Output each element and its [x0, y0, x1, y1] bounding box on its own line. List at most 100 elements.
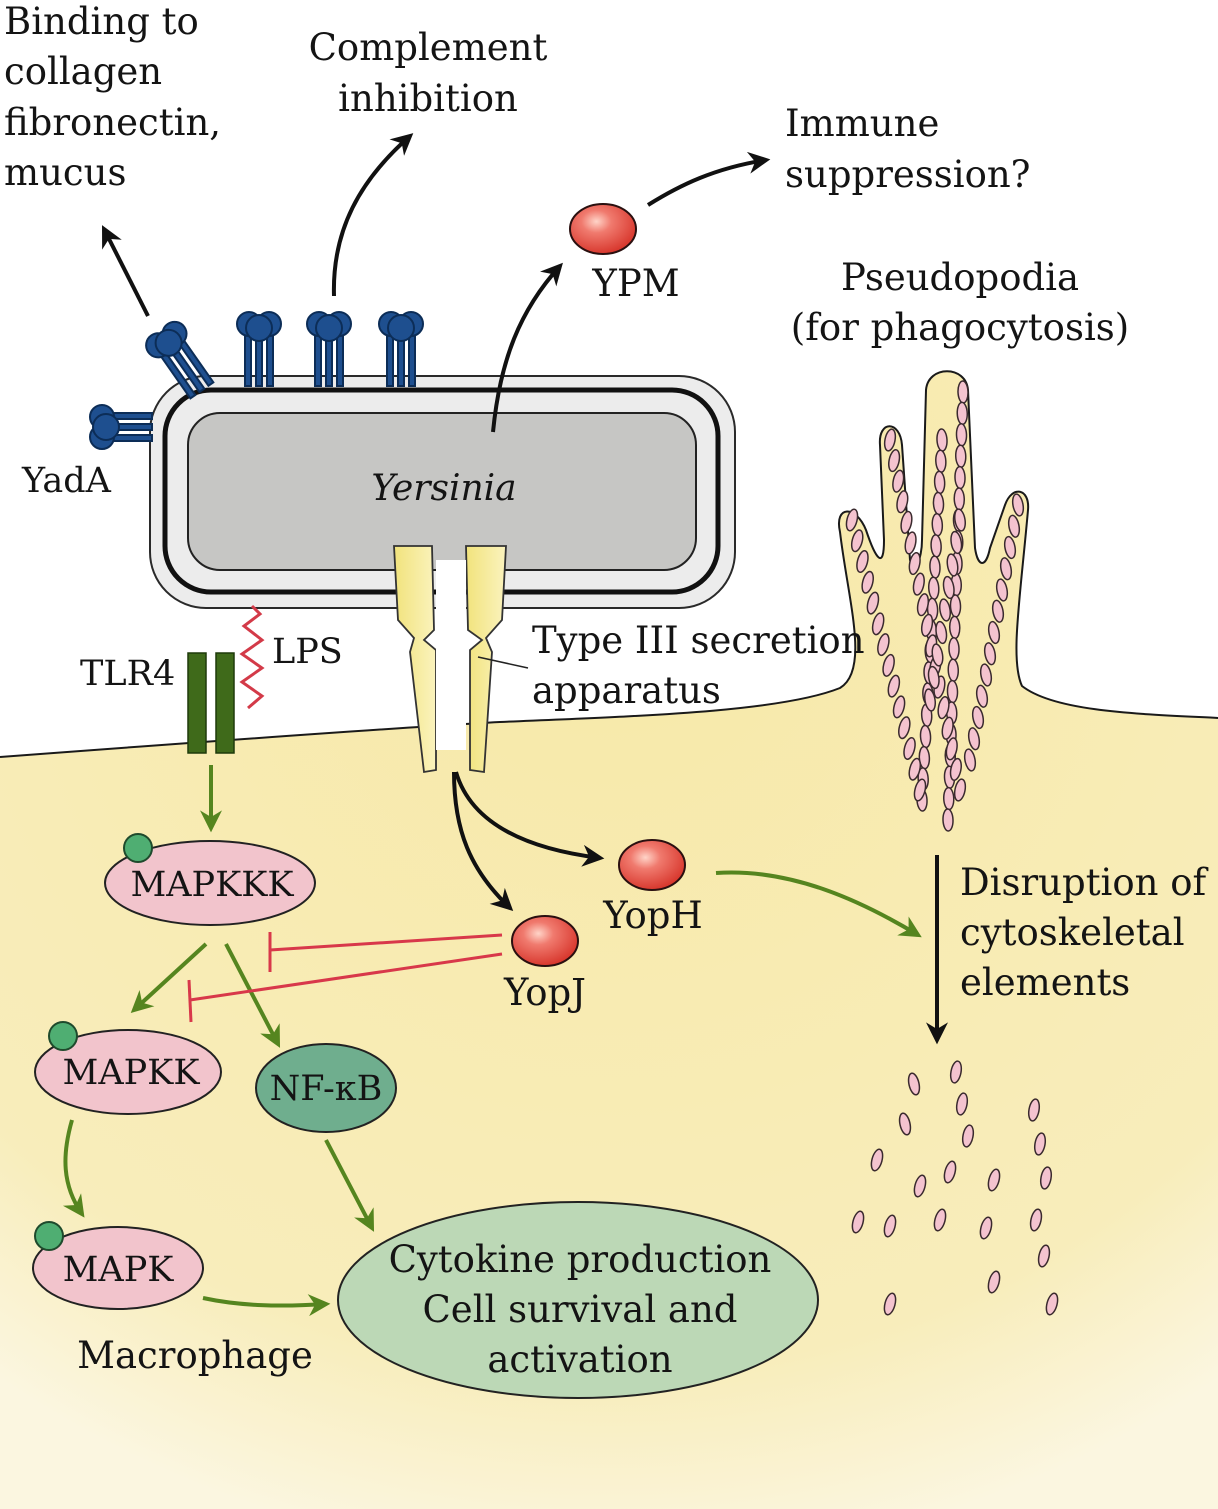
actin-fragment [1045, 1292, 1059, 1316]
outcome-line-2: Cell survival and [422, 1288, 737, 1331]
actin-bead [923, 688, 937, 712]
actin-bead [991, 599, 1005, 623]
actin-bead [942, 786, 955, 811]
actin-bead [903, 736, 916, 760]
actin-bead [856, 550, 869, 574]
actin-bead [948, 615, 961, 640]
phospho-mapkk [48, 1021, 78, 1051]
arrow-mapk-outcome [202, 1294, 331, 1317]
actin-bead [1037, 1244, 1051, 1268]
actin-bead [987, 620, 1001, 645]
complement-label-1: Complement [309, 26, 548, 69]
arrow-to-yopj [452, 771, 514, 912]
outcome-node[interactable]: Cytokine production Cell survival and ac… [337, 1201, 819, 1399]
adhesin-1 [236, 311, 282, 387]
actin-bead [877, 633, 890, 657]
actin-fragment [913, 1174, 927, 1198]
yersinia-label: Yersinia [371, 468, 516, 509]
phospho-mapk [34, 1221, 64, 1251]
mapkkk-label: MAPKKK [130, 865, 294, 905]
yopj-protein[interactable] [511, 915, 579, 967]
actin-bead [1029, 1208, 1043, 1232]
cell-membrane-left [0, 370, 1218, 758]
mapkkk-node[interactable]: MAPKKK [104, 833, 316, 926]
tlr4-receptor-left [187, 652, 207, 754]
ypm-protein[interactable] [569, 203, 637, 255]
actin-bead [949, 757, 962, 781]
actin-bead [898, 716, 911, 740]
yopj-label: YopJ [503, 971, 586, 1014]
actin-bead [999, 557, 1013, 581]
actin-bead [913, 778, 927, 802]
arrow-to-ypm [491, 262, 563, 433]
inhibition-yopj-mapkkk [269, 933, 503, 952]
arrow-to-binding [102, 225, 150, 317]
disruption-label-1: Disruption of [960, 861, 1209, 904]
actin-bead [955, 423, 968, 447]
actin-bead [888, 449, 901, 473]
type-iii-secretion-apparatus [393, 545, 507, 774]
actin-bead [950, 530, 963, 555]
pseudopodia-label-2: (for phagocytosis) [791, 306, 1129, 349]
mapk-label: MAPK [63, 1250, 175, 1290]
actin-bead [908, 757, 922, 781]
actin-bead [898, 1112, 912, 1136]
actin-bead [932, 491, 945, 516]
actin-bead [937, 696, 950, 720]
actin-bead [949, 1060, 963, 1084]
ypm-label: YPM [591, 262, 679, 305]
actin-bead [887, 674, 901, 698]
disruption-label-3: elements [960, 961, 1130, 1004]
actin-bead [927, 576, 940, 600]
arrow-mapkkk-mapkk [130, 942, 208, 1013]
binding-label-1: Binding to [4, 0, 199, 43]
actin-bead [935, 620, 948, 645]
arrow-nfkb-outcome [324, 1139, 375, 1232]
actin-bead [1007, 514, 1021, 538]
actin-bead [975, 684, 989, 708]
actin-bead [953, 487, 966, 511]
actin-bead [961, 1124, 975, 1148]
arrow-mapkk-mapk [62, 1119, 85, 1218]
mapkk-node[interactable]: MAPKK [34, 1021, 222, 1115]
actin-bead [931, 643, 944, 667]
actin-bead [946, 553, 959, 577]
actin-fragment [933, 1208, 947, 1232]
yada-sideways [89, 404, 153, 450]
t3ss-label-2: apparatus [532, 669, 721, 712]
binding-label-2: collagen [4, 50, 162, 93]
complement-label-2: inhibition [338, 77, 518, 120]
lps-zigzag [239, 604, 265, 710]
yoph-protein[interactable] [618, 839, 686, 891]
actin-fragment [987, 1270, 1001, 1294]
mapk-node[interactable]: MAPK [32, 1221, 204, 1310]
actin-bead [892, 469, 905, 493]
actin-bead [957, 380, 969, 404]
tlr4-label: TLR4 [80, 654, 175, 694]
actin-bead [866, 591, 880, 615]
actin-bead [979, 663, 993, 687]
actin-bead [954, 444, 967, 468]
actin-bead [938, 598, 952, 622]
actin-bead [920, 613, 934, 637]
actin-bead [929, 555, 941, 579]
yada-tilted [145, 320, 215, 400]
actin-bead [927, 665, 940, 690]
actin-fragment [979, 1216, 993, 1240]
actin-bead [953, 508, 967, 532]
arrow-to-complement [331, 133, 414, 297]
nfkb-node[interactable]: NF-κB [255, 1043, 397, 1133]
yada-label: YadA [21, 461, 112, 501]
mapkk-label: MAPKK [63, 1053, 201, 1093]
pseudopodia-label-1: Pseudopodia [841, 256, 1079, 299]
immune-label-1: Immune [785, 102, 939, 145]
arrow-to-yoph [454, 771, 605, 867]
actin-bead [947, 658, 960, 682]
actin-bead [904, 531, 917, 555]
actin-bead [916, 593, 930, 617]
actin-bead [861, 570, 874, 594]
actin-fragment [883, 1292, 897, 1316]
outcome-line-3: activation [487, 1338, 672, 1381]
actin-fragment [851, 1210, 865, 1234]
